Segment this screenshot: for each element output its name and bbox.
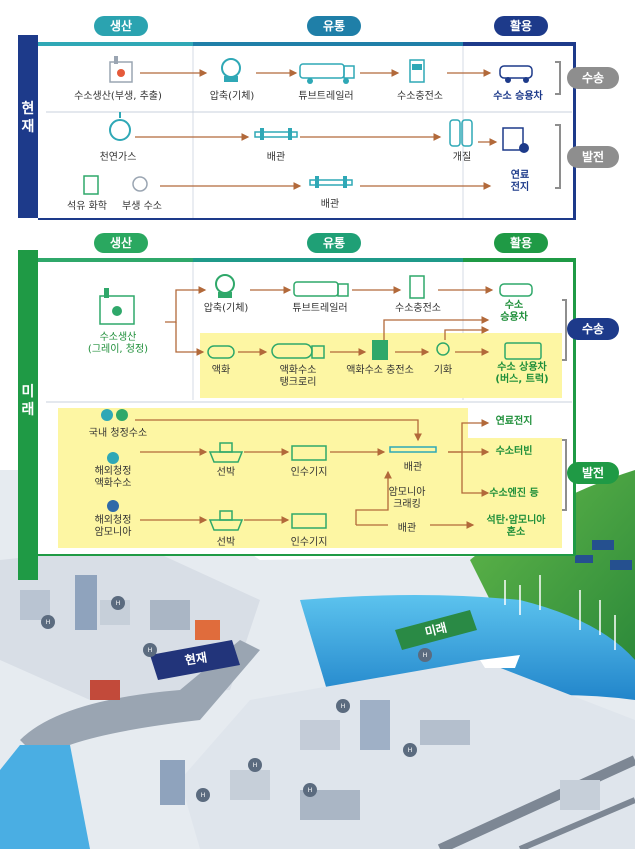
bus-icon	[504, 342, 542, 360]
current-transport-tag: 수송	[567, 67, 619, 89]
label-fuel-cell: 연료 전지	[510, 170, 530, 193]
label-station: 수소충전소	[395, 303, 441, 314]
label-pipeline: 배관	[320, 199, 340, 210]
label-ship: 선박	[216, 467, 236, 478]
label-station: 수소충전소	[397, 91, 443, 102]
tube-trailer-icon	[299, 63, 355, 84]
label-hydrogen-engine: 수소엔진 등	[489, 488, 539, 499]
label-hydrogen-car: 수소 승용차	[500, 300, 528, 323]
petrochem-icon	[83, 175, 99, 195]
label-pipeline: 배관	[397, 523, 417, 534]
ship-icon	[208, 510, 244, 531]
header-utilization-current: 활용	[494, 16, 548, 36]
label-coal-ammonia-cofiring: 석탄·암모니아 혼소	[486, 515, 546, 538]
label-domestic-clean-hydrogen: 국내 청정수소	[88, 428, 148, 439]
fuel-cell-icon	[502, 127, 529, 153]
label-ammonia-cracking: 암모니아 크래킹	[388, 487, 426, 510]
pipeline-icon	[389, 446, 437, 453]
section-future-label: 미 래	[21, 384, 35, 418]
svg-text:H: H	[423, 652, 428, 659]
label-tube-trailer: 튜브트레일러	[298, 91, 354, 102]
label-overseas-liquid-hydrogen: 해외청정 액화수소	[94, 466, 132, 489]
compressor-icon	[221, 58, 241, 82]
label-liquid-tank-lorry: 액화수소 탱크로리	[279, 365, 317, 388]
reformer-icon	[449, 119, 473, 147]
label-liquid-station: 액화수소 충전소	[346, 365, 414, 376]
header-production-future: 생산	[94, 233, 148, 253]
h2-badge-icon	[101, 409, 128, 421]
car-icon	[499, 65, 533, 83]
label-pipeline: 배관	[266, 152, 286, 163]
fuel-station-icon	[409, 59, 425, 83]
label-pipeline: 배관	[403, 462, 423, 473]
label-byproduct-hydrogen: 부생 수소	[122, 201, 162, 212]
svg-text:H: H	[148, 647, 153, 654]
svg-text:H: H	[116, 600, 121, 607]
svg-text:H: H	[341, 703, 346, 710]
label-fuel-cell: 연료전지	[495, 416, 533, 427]
label-reforming: 개질	[452, 152, 472, 163]
svg-text:H: H	[308, 787, 313, 794]
fuel-station-icon	[409, 275, 425, 299]
byproduct-icon	[132, 176, 148, 192]
label-commercial-vehicle: 수소 상용차 (버스, 트럭)	[495, 362, 549, 385]
production-plant-icon	[99, 288, 135, 325]
current-power-tag: 발전	[567, 146, 619, 168]
gas-tank-icon	[109, 112, 131, 141]
compressor-icon	[215, 274, 235, 298]
header-distribution-current: 유통	[307, 16, 361, 36]
factory-icon	[109, 56, 133, 83]
svg-text:H: H	[201, 792, 206, 799]
label-terminal: 인수기지	[290, 537, 328, 548]
label-petrochemical: 석유 화학	[67, 201, 107, 212]
header-production-current: 생산	[94, 16, 148, 36]
pipeline-icon	[309, 176, 353, 188]
label-natural-gas: 천연가스	[99, 152, 137, 163]
label-terminal: 인수기지	[290, 467, 328, 478]
label-liquefaction: 액화	[211, 365, 231, 376]
liquid-hydrogen-icon	[107, 452, 119, 464]
icon-shapes	[83, 56, 542, 531]
liquefaction-icon	[207, 345, 235, 359]
terminal-icon	[291, 445, 327, 461]
label-ship: 선박	[216, 537, 236, 548]
pipeline-icon	[254, 128, 298, 140]
terminal-icon	[291, 513, 327, 529]
tube-trailer-icon	[293, 281, 349, 297]
svg-text:H: H	[408, 747, 413, 754]
tank-lorry-icon	[271, 343, 325, 359]
header-distribution-future: 유통	[307, 233, 361, 253]
liquid-station-icon	[372, 340, 388, 360]
section-current-label: 현 재	[21, 101, 35, 135]
future-power-tag: 발전	[567, 462, 619, 484]
label-overseas-ammonia: 해외청정 암모니아	[94, 515, 132, 538]
label-compression: 압축(기체)	[209, 91, 255, 102]
city-illustration: H H H H H H H H H	[0, 470, 635, 849]
car-icon	[499, 283, 533, 297]
label-hydrogen-turbine: 수소터빈	[495, 446, 533, 457]
ship-icon	[208, 442, 244, 463]
label-vaporization: 기화	[433, 365, 453, 376]
future-transport-tag: 수송	[567, 318, 619, 340]
header-utilization-future: 활용	[494, 233, 548, 253]
svg-text:H: H	[46, 619, 51, 626]
label-hydrogen-production: 수소생산(부생, 추출)	[74, 91, 162, 102]
future-arrows	[135, 286, 494, 529]
current-arrows	[135, 69, 498, 190]
vaporizer-icon	[436, 342, 450, 356]
label-hydrogen-car: 수소 승용차	[493, 91, 543, 102]
label-tube-trailer: 튜브트레일러	[292, 303, 348, 314]
label-compression: 압축(기체)	[203, 303, 249, 314]
future-panel-frame	[18, 250, 576, 580]
current-panel-frame	[18, 35, 576, 220]
svg-text:H: H	[253, 762, 258, 769]
ammonia-icon	[107, 500, 119, 512]
label-hydrogen-production: 수소생산 (그레이, 청정)	[87, 332, 149, 355]
